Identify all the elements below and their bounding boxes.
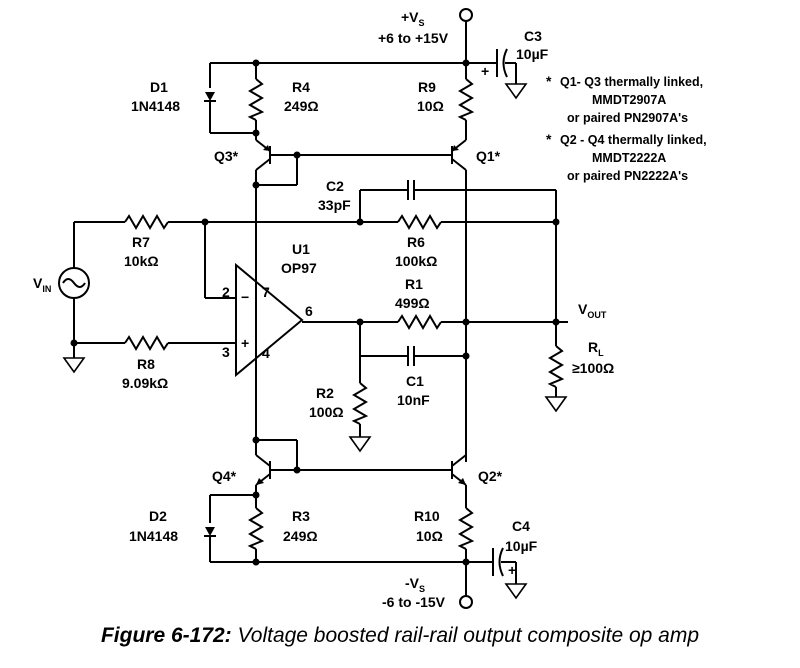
ground-symbol bbox=[62, 357, 86, 374]
note-2-star: * bbox=[546, 131, 552, 147]
q2-ref: Q2* bbox=[478, 468, 503, 484]
capacitor-c3 bbox=[496, 48, 528, 100]
resistor-r10 bbox=[457, 485, 475, 562]
capacitor-c2 bbox=[359, 180, 556, 222]
r9-value: 10Ω bbox=[417, 98, 444, 114]
opamp-u1 bbox=[235, 262, 304, 378]
negative-supply-label: -VS bbox=[405, 575, 425, 594]
c2-value: 33pF bbox=[318, 197, 351, 213]
rl-value: ≥100Ω bbox=[572, 360, 614, 376]
r8-ref: R8 bbox=[137, 356, 155, 372]
resistor-r9 bbox=[457, 63, 475, 140]
d2-ref: D2 bbox=[149, 508, 167, 524]
r7-value: 10kΩ bbox=[124, 253, 159, 269]
resistor-r2 bbox=[348, 382, 372, 453]
c4-ref: C4 bbox=[512, 518, 530, 534]
ground-symbol bbox=[348, 436, 372, 453]
u1-value: OP97 bbox=[281, 260, 317, 276]
note-2-line-1: Q2 - Q4 thermally linked, bbox=[560, 133, 707, 147]
figure-caption: Figure 6-172: Voltage boosted rail-rail … bbox=[0, 624, 800, 648]
pin-2-label: 2 bbox=[222, 284, 230, 300]
figure-number: Figure 6-172: bbox=[100, 624, 232, 647]
transistor-q1 bbox=[451, 139, 467, 462]
note-2-line-2: MMDT2222A bbox=[592, 151, 666, 165]
capacitor-c1 bbox=[359, 322, 466, 383]
r1-ref: R1 bbox=[405, 276, 423, 292]
pin-4-label: 4 bbox=[262, 345, 270, 361]
q3-ref: Q3* bbox=[214, 148, 239, 164]
c3-ref: C3 bbox=[524, 28, 542, 44]
u1-ref: U1 bbox=[292, 241, 310, 257]
r6-value: 100kΩ bbox=[395, 253, 437, 269]
c4-polarity: + bbox=[508, 562, 516, 578]
pin-7-label: 7 bbox=[262, 284, 270, 300]
r7-ref: R7 bbox=[132, 234, 150, 250]
transistor-q4 bbox=[255, 439, 452, 486]
r2-value: 100Ω bbox=[309, 404, 344, 420]
resistor-r1 bbox=[397, 314, 556, 330]
r1-value: 499Ω bbox=[395, 295, 430, 311]
ground-symbol bbox=[504, 83, 528, 100]
vout-label: VOUT bbox=[578, 301, 607, 320]
r4-value: 249Ω bbox=[284, 98, 319, 114]
c1-value: 10nF bbox=[397, 392, 430, 408]
r2-ref: R2 bbox=[316, 385, 334, 401]
resistor-r8 bbox=[74, 335, 236, 351]
r10-value: 10Ω bbox=[416, 528, 443, 544]
r3-value: 249Ω bbox=[283, 528, 318, 544]
q1-ref: Q1* bbox=[476, 148, 501, 164]
d1-ref: D1 bbox=[150, 79, 168, 95]
resistor-r4 bbox=[247, 63, 265, 140]
r9-ref: R9 bbox=[418, 79, 436, 95]
resistor-rl bbox=[544, 322, 568, 413]
c4-value: 10µF bbox=[505, 538, 538, 554]
diode-d2 bbox=[204, 494, 256, 562]
ground-symbol bbox=[544, 396, 568, 413]
resistor-r7 bbox=[74, 214, 360, 230]
d1-value: 1N4148 bbox=[131, 98, 180, 114]
diode-d1 bbox=[204, 63, 256, 134]
schematic: +VS +6 to +15V -VS -6 to -15V C3 10µF + … bbox=[33, 8, 707, 610]
noninverting-sign: + bbox=[241, 335, 249, 351]
note-1-line-3: or paired PN2907A's bbox=[567, 111, 688, 125]
c3-value: 10µF bbox=[516, 46, 549, 62]
positive-supply-range: +6 to +15V bbox=[378, 30, 449, 46]
d2-value: 1N4148 bbox=[129, 528, 178, 544]
positive-supply-label: +VS bbox=[401, 9, 425, 28]
r6-ref: R6 bbox=[407, 234, 425, 250]
positive-supply-terminal bbox=[459, 8, 473, 63]
r10-ref: R10 bbox=[414, 508, 440, 524]
transistor-q2 bbox=[451, 454, 467, 486]
pin-3-label: 3 bbox=[222, 344, 230, 360]
pin-6-label: 6 bbox=[305, 303, 313, 319]
junction-dots bbox=[201, 59, 560, 566]
negative-supply-range: -6 to -15V bbox=[382, 594, 446, 610]
capacitor-c4 bbox=[492, 547, 528, 600]
figure-description: Voltage boosted rail-rail output composi… bbox=[237, 624, 700, 647]
r8-value: 9.09kΩ bbox=[122, 375, 168, 391]
note-1-line-1: Q1- Q3 thermally linked, bbox=[560, 75, 703, 89]
resistor-r6 bbox=[360, 214, 556, 230]
inverting-sign: − bbox=[241, 289, 249, 305]
c1-ref: C1 bbox=[406, 373, 424, 389]
input-source bbox=[58, 222, 90, 374]
c2-ref: C2 bbox=[326, 178, 344, 194]
rl-ref: RL bbox=[588, 339, 604, 358]
r4-ref: R4 bbox=[292, 79, 310, 95]
note-1-line-2: MMDT2907A bbox=[592, 93, 666, 107]
note-2-line-3: or paired PN2222A's bbox=[567, 169, 688, 183]
negative-supply-terminal bbox=[459, 562, 473, 609]
note-1-star: * bbox=[546, 73, 552, 89]
vin-label: VIN bbox=[33, 275, 51, 294]
r3-ref: R3 bbox=[292, 508, 310, 524]
ground-symbol bbox=[504, 583, 528, 600]
q4-ref: Q4* bbox=[212, 468, 237, 484]
c3-polarity: + bbox=[481, 63, 489, 79]
